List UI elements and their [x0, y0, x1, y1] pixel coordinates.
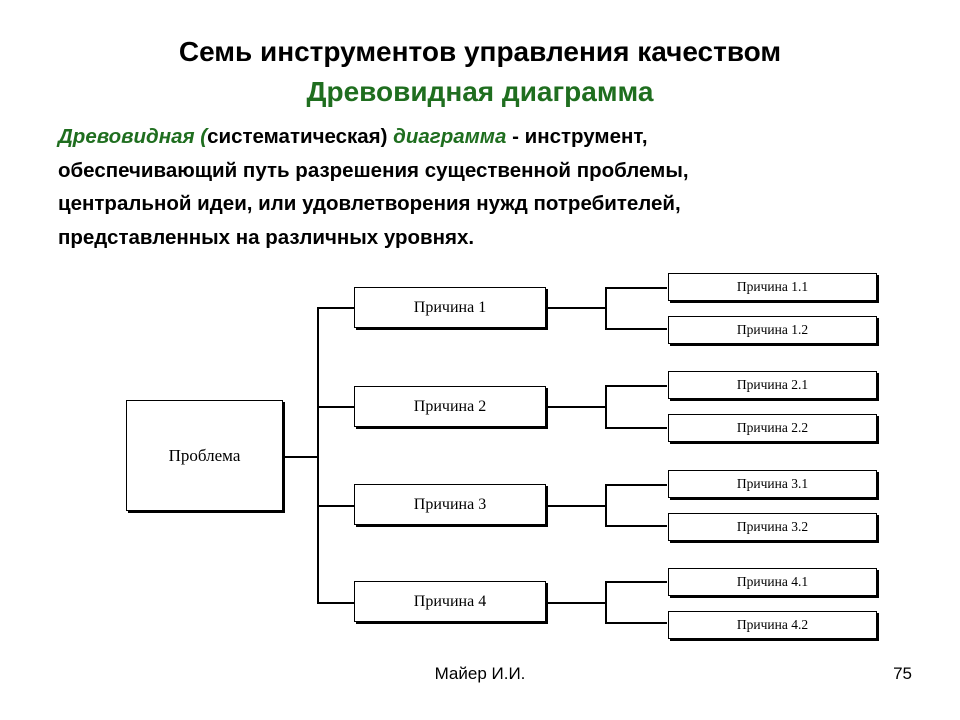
cause-box-2: Причина 2 — [354, 386, 546, 427]
connector-line — [546, 406, 606, 408]
connector-line — [317, 602, 354, 604]
definition-paragraph: Древовидная (систематическая) диаграмма … — [58, 120, 818, 254]
connector-line — [605, 581, 607, 624]
connector-line — [605, 427, 667, 429]
subcause-box-1-2: Причина 1.2 — [668, 316, 877, 344]
connector-line — [317, 505, 354, 507]
definition-line-4: представленных на различных уровнях. — [58, 225, 475, 249]
definition-line-3: центральной идеи, или удовлетворения нуж… — [58, 192, 681, 215]
connector-line — [317, 406, 354, 408]
connector-line — [546, 602, 606, 604]
connector-line — [605, 581, 667, 583]
subcause-box-2-1: Причина 2.1 — [668, 371, 877, 399]
connector-line — [605, 525, 667, 527]
connector-line — [546, 505, 606, 507]
cause-box-1: Причина 1 — [354, 287, 546, 328]
root-problem-box: Проблема — [126, 400, 283, 511]
subcause-box-3-1: Причина 3.1 — [668, 470, 877, 498]
subcause-box-4-2: Причина 4.2 — [668, 611, 877, 639]
connector-line — [605, 385, 667, 387]
connector-line — [317, 307, 319, 603]
subcause-box-2-2: Причина 2.2 — [668, 414, 877, 442]
definition-text-1: - инструмент, — [506, 125, 648, 148]
slide-subtitle: Древовидная диаграмма — [306, 76, 654, 107]
cause-box-3: Причина 3 — [354, 484, 546, 525]
definition-term-1: Древовидная ( — [58, 125, 208, 148]
slide-title: Семь инструментов управления качеством — [178, 36, 782, 67]
definition-line-1: Древовидная (систематическая) диаграмма … — [58, 120, 818, 154]
footer-author: Майер И.И. — [434, 664, 526, 683]
definition-term-3: диаграмма — [387, 125, 507, 148]
connector-line — [546, 307, 606, 309]
connector-line — [605, 287, 667, 289]
connector-line — [605, 385, 607, 429]
subcause-box-4-1: Причина 4.1 — [668, 568, 877, 596]
connector-line — [605, 328, 667, 330]
page-number: 75 — [893, 664, 912, 683]
connector-line — [605, 622, 667, 624]
definition-line-2: обеспечивающий путь разрешения существен… — [58, 158, 689, 182]
subcause-box-1-1: Причина 1.1 — [668, 273, 877, 301]
definition-term-2: систематическая) — [207, 125, 388, 148]
connector-line — [605, 484, 667, 486]
connector-line — [605, 484, 607, 527]
connector-line — [605, 287, 607, 329]
connector-line — [283, 456, 318, 458]
cause-box-4: Причина 4 — [354, 581, 546, 622]
connector-line — [317, 307, 354, 309]
subcause-box-3-2: Причина 3.2 — [668, 513, 877, 541]
